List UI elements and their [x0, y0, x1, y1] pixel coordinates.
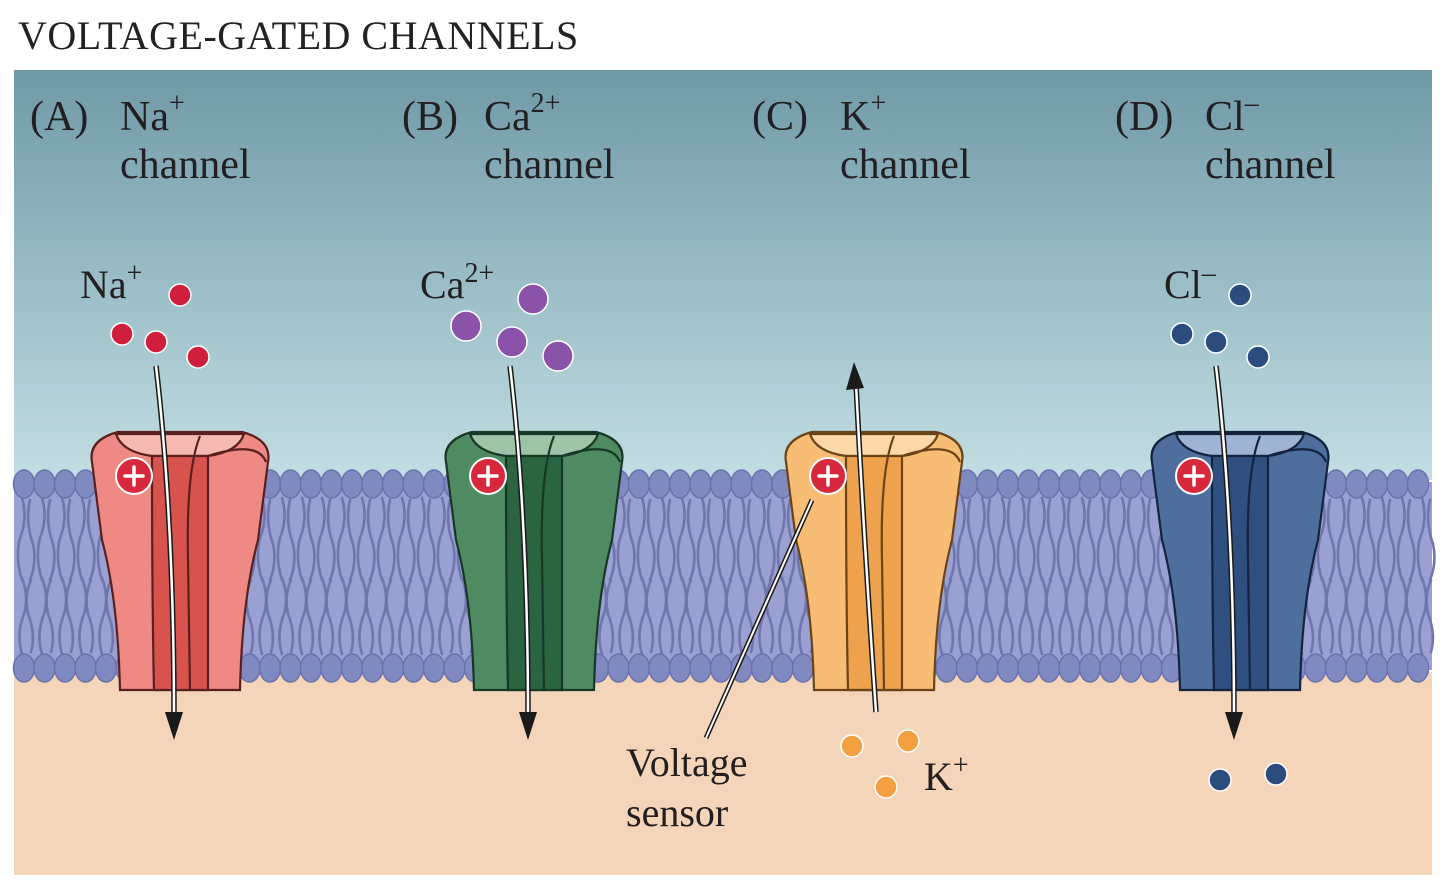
voltage-sensor-text: sensor	[626, 790, 728, 835]
ion-flow-arrow	[507, 365, 537, 740]
ion-particles	[450, 283, 574, 372]
ion-label: Ca2+	[420, 258, 494, 307]
channel-protein	[444, 430, 624, 692]
ion-name-label: Cl–	[1205, 88, 1260, 140]
ion-flow-arrow	[846, 362, 879, 713]
panel-label: (A)	[30, 94, 88, 140]
channel-word-label: channel	[840, 142, 971, 188]
channel-word-label: channel	[1205, 142, 1336, 188]
ion-particles	[1170, 283, 1288, 792]
ion-flow-arrow	[153, 365, 183, 740]
extracellular-space	[14, 70, 1432, 480]
ion-name-label: Ca2+	[484, 88, 560, 140]
channel-protein	[1150, 430, 1330, 692]
voltage-sensor-icon	[809, 457, 847, 495]
panel-label: (B)	[402, 94, 458, 140]
channel-word-label: channel	[484, 142, 615, 188]
ion-name-label: Na+	[120, 88, 185, 140]
ion-label: K+	[924, 750, 969, 799]
channel-protein	[784, 430, 964, 692]
ion-particles	[110, 283, 210, 369]
ion-particles	[840, 729, 920, 799]
panel-label: (D)	[1115, 94, 1173, 140]
ion-label: Cl–	[1164, 258, 1217, 307]
ion-name-label: K+	[840, 88, 886, 140]
ion-label: Na+	[80, 258, 142, 307]
voltage-sensor-label: Voltage sensor	[626, 498, 815, 835]
voltage-sensor-icon	[469, 457, 507, 495]
channel-word-label: channel	[120, 142, 251, 188]
ion-flow-arrow	[1213, 365, 1243, 740]
channel-group: (A)Na+channelNa+(B)Ca2+channelCa2+(C)K+c…	[30, 88, 1336, 799]
voltage-sensor-icon	[115, 457, 153, 495]
figure-title: VOLTAGE-GATED CHANNELS	[18, 13, 579, 58]
panel-label: (C)	[752, 94, 808, 140]
voltage-sensor-text: Voltage	[626, 740, 747, 785]
voltage-sensor-icon	[1175, 457, 1213, 495]
channel-protein	[90, 430, 270, 692]
